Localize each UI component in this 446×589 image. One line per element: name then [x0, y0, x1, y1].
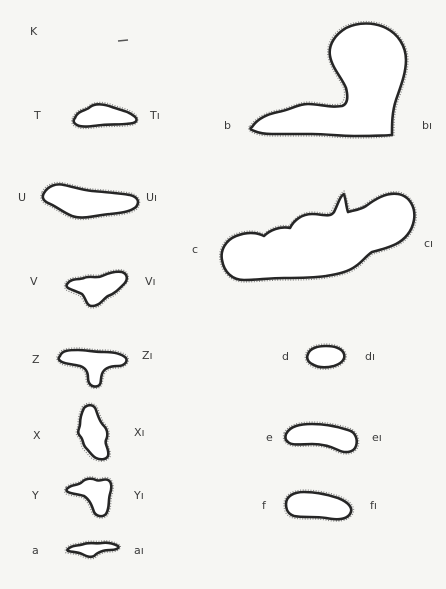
label-t-right: Tı [150, 110, 160, 122]
shape-f [284, 490, 354, 521]
shape-t [72, 102, 138, 128]
label-e-left: e [266, 432, 273, 444]
label-f-right: fı [370, 500, 377, 512]
shape-z [57, 348, 129, 388]
shape-e [283, 422, 358, 454]
shape-b [249, 22, 409, 139]
label-v-left: V [30, 276, 38, 288]
label-y-right: Yı [134, 490, 144, 502]
shape-a [65, 541, 120, 559]
label-u-right: Uı [146, 192, 157, 204]
label-t-left: T [34, 110, 41, 122]
label-a-left: a [32, 545, 39, 557]
shape-x [76, 403, 110, 461]
stray-mark [118, 40, 128, 41]
label-b-left: b [224, 120, 231, 132]
label-z-right: Zı [142, 350, 153, 362]
label-f-left: f [262, 500, 266, 512]
shape-u [41, 182, 140, 219]
shape-y [65, 477, 114, 518]
label-d-left: d [282, 351, 289, 363]
corner-label: K [30, 26, 37, 38]
label-c-right: cı [424, 238, 433, 250]
label-y-left: Y [32, 490, 39, 502]
label-x-left: X [33, 430, 41, 442]
label-x-right: Xı [134, 427, 145, 439]
shape-v [65, 270, 129, 308]
label-v-right: Vı [145, 276, 156, 288]
shape-c [220, 191, 417, 282]
label-b-right: bı [422, 120, 432, 132]
label-d-right: dı [365, 351, 375, 363]
shape-d [305, 344, 346, 369]
label-a-right: aı [134, 545, 144, 557]
label-u-left: U [18, 192, 26, 204]
label-c-left: c [192, 244, 198, 256]
label-e-right: eı [372, 432, 382, 444]
label-z-left: Z [32, 354, 40, 366]
